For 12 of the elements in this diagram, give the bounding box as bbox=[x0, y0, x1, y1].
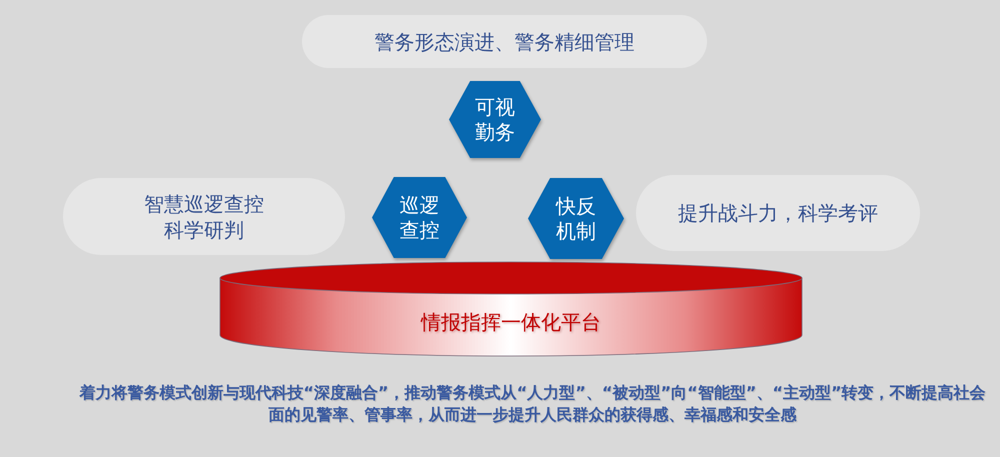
hexagon-tile bbox=[528, 178, 624, 259]
panel-text: 提升战斗力，科学考评 bbox=[678, 200, 878, 226]
hexagon-tile bbox=[372, 177, 467, 258]
platform-text: 情报指挥一体化平台 bbox=[421, 309, 601, 335]
hexagon-text: 快反机制 bbox=[556, 194, 596, 244]
platform-cylinder bbox=[220, 262, 802, 356]
hexagon-tile bbox=[449, 81, 541, 158]
hexagon-text: 可视勤务 bbox=[474, 94, 516, 144]
hexagon-text: 巡逻查控 bbox=[399, 192, 440, 242]
caption-text: 着力将警务模式创新与现代科技“深度融合”，推动警务模式从“人力型”、“被动型”向“智能型”、“主动型”转变，不断提高社会面的见警率、管事率，从而进一步提升人民群众的获得感、幸福感和安全感 bbox=[78, 382, 987, 426]
panel-text: 警务形态演进、警务精细管理 bbox=[374, 28, 634, 54]
panel-text: 智慧巡逻查控科学研判 bbox=[143, 190, 265, 242]
